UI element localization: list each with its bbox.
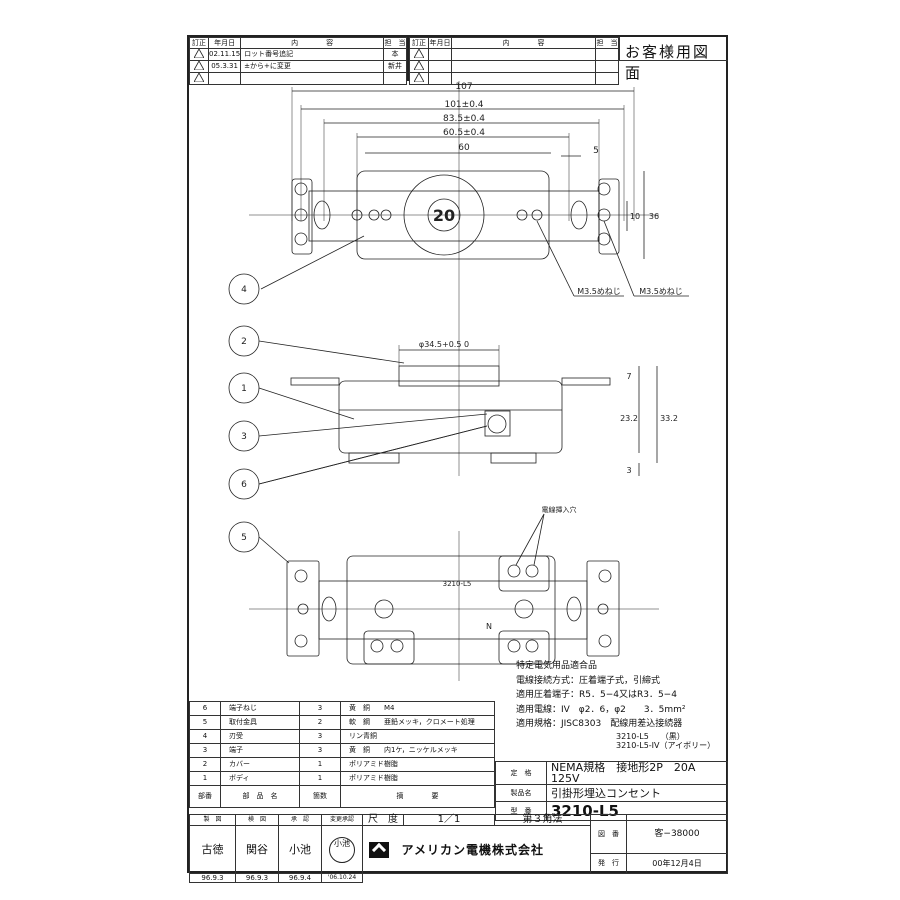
company-logo-icon bbox=[369, 841, 389, 858]
spec-line: 適用電線：IV φ2．6，φ2 3．5mm² bbox=[516, 704, 686, 715]
screw-label-2: M3.5めねじ bbox=[639, 287, 683, 296]
revision-row: 02.11.15 ロット番号追記 本 bbox=[189, 48, 407, 61]
issue-date: 00年12月4日 bbox=[626, 853, 728, 874]
balloon-5: 5 bbox=[241, 533, 247, 543]
dim-101: 101±0.4 bbox=[444, 100, 483, 110]
revision-triangle-icon bbox=[194, 61, 204, 70]
product-name: 引掛形埋込コンセント bbox=[546, 784, 728, 802]
revision-triangle-icon bbox=[194, 49, 204, 58]
company-name: アメリカン電機株式会社 bbox=[401, 842, 544, 857]
neutral-mark: N bbox=[486, 622, 492, 631]
signature-approver: 小池 bbox=[278, 825, 322, 874]
dim-36: 36 bbox=[649, 212, 659, 221]
rev-header-content: 内 容 bbox=[240, 37, 384, 49]
dim-3: 3 bbox=[626, 466, 631, 475]
dim-107: 107 bbox=[455, 82, 472, 92]
technical-drawing: 107 101±0.4 83.5±0.4 60.5±0.4 60 5 10 36… bbox=[189, 81, 728, 701]
spec-notes: 特定電気用品適合品 電線接続方式：圧着端子式，引締式 適用圧着端子：R5．5−4… bbox=[516, 659, 715, 750]
drawing-number: 客−38000 bbox=[626, 814, 728, 854]
revision-triangle-icon bbox=[194, 73, 204, 82]
balloon-1: 1 bbox=[241, 384, 247, 394]
rev-header-mark: 訂正 bbox=[189, 37, 209, 49]
face-rating: 20 bbox=[433, 206, 455, 225]
variant-line: 3210-L5 （黒） bbox=[616, 731, 685, 741]
revision-row: 05.3.31 ±から+に変更 新井 bbox=[189, 60, 407, 73]
revision-table-left: 訂正 年月日 内 容 担 当 02.11.15 ロット番号追記 本 05.3.3… bbox=[189, 37, 407, 85]
revision-divider bbox=[407, 37, 409, 81]
variant-line: 3210-L5-IV（アイボリー） bbox=[616, 740, 716, 750]
spec-line: 適用規格：JISC8303 配線用差込接続器 bbox=[516, 719, 683, 729]
dim-60-5: 60.5±0.4 bbox=[443, 128, 485, 138]
signature-drafter: 古徳 bbox=[189, 825, 236, 874]
drawing-title: お客様用図面 bbox=[625, 43, 711, 82]
spec-line: 適用圧着端子：R5．5−4又はR3．5−4 bbox=[516, 690, 677, 700]
revision-row bbox=[189, 72, 407, 85]
dim-diameter: φ34.5+0.5 0 bbox=[419, 340, 469, 349]
balloon-4: 4 bbox=[241, 285, 247, 295]
dim-7: 7 bbox=[626, 372, 631, 381]
dim-23-2: 23.2 bbox=[620, 414, 638, 423]
revision-triangle-icon bbox=[414, 61, 424, 70]
spec-line: 特定電気用品適合品 bbox=[516, 661, 598, 671]
rev-header-by: 担 当 bbox=[383, 37, 407, 49]
seal-stamp-icon: 小池 bbox=[329, 836, 355, 863]
title-divider bbox=[619, 37, 620, 60]
balloon-2: 2 bbox=[241, 337, 247, 347]
signature-checker: 関谷 bbox=[235, 825, 279, 874]
drawing-canvas: 107 101±0.4 83.5±0.4 60.5±0.4 60 5 10 36… bbox=[228, 81, 689, 681]
spec-line: 電線接続方式：圧着端子式，引締式 bbox=[516, 675, 661, 686]
revision-triangle-icon bbox=[414, 73, 424, 82]
revision-row bbox=[409, 48, 619, 61]
dim-60: 60 bbox=[458, 143, 470, 153]
wire-hole-label: 電線挿入穴 bbox=[542, 505, 577, 514]
balloon-3: 3 bbox=[241, 432, 247, 442]
drawing-sheet: 訂正 年月日 内 容 担 当 02.11.15 ロット番号追記 本 05.3.3… bbox=[187, 35, 728, 883]
screw-label-1: M3.5めねじ bbox=[577, 287, 621, 296]
title-underline bbox=[619, 60, 728, 61]
title-block: 製 図 検 図 承 認 変更承認 尺 度 1／1 第３角法 図 番 客−3800… bbox=[189, 814, 728, 883]
rev-header-date: 年月日 bbox=[207, 37, 242, 49]
revision-row bbox=[409, 60, 619, 73]
revision-table-right: 訂正 年月日 内 容 担 当 bbox=[409, 37, 619, 85]
bom-header-row: 部番部 品 名箇数摘 要 bbox=[189, 785, 495, 808]
revision-triangle-icon bbox=[414, 49, 424, 58]
dim-5: 5 bbox=[593, 146, 599, 156]
change-approval-stamp: 小池 bbox=[321, 825, 363, 874]
balloon-6: 6 bbox=[241, 480, 247, 490]
dim-33-2: 33.2 bbox=[660, 414, 678, 423]
rating-value: NEMA規格 接地形2P 20A 125V bbox=[546, 761, 728, 785]
dim-10: 10 bbox=[630, 212, 640, 221]
model-mark: 3210-L5 bbox=[443, 580, 472, 588]
dim-83-5: 83.5±0.4 bbox=[443, 114, 485, 124]
revision-row bbox=[409, 72, 619, 85]
company-logo-cell: アメリカン電機株式会社 bbox=[362, 825, 591, 874]
